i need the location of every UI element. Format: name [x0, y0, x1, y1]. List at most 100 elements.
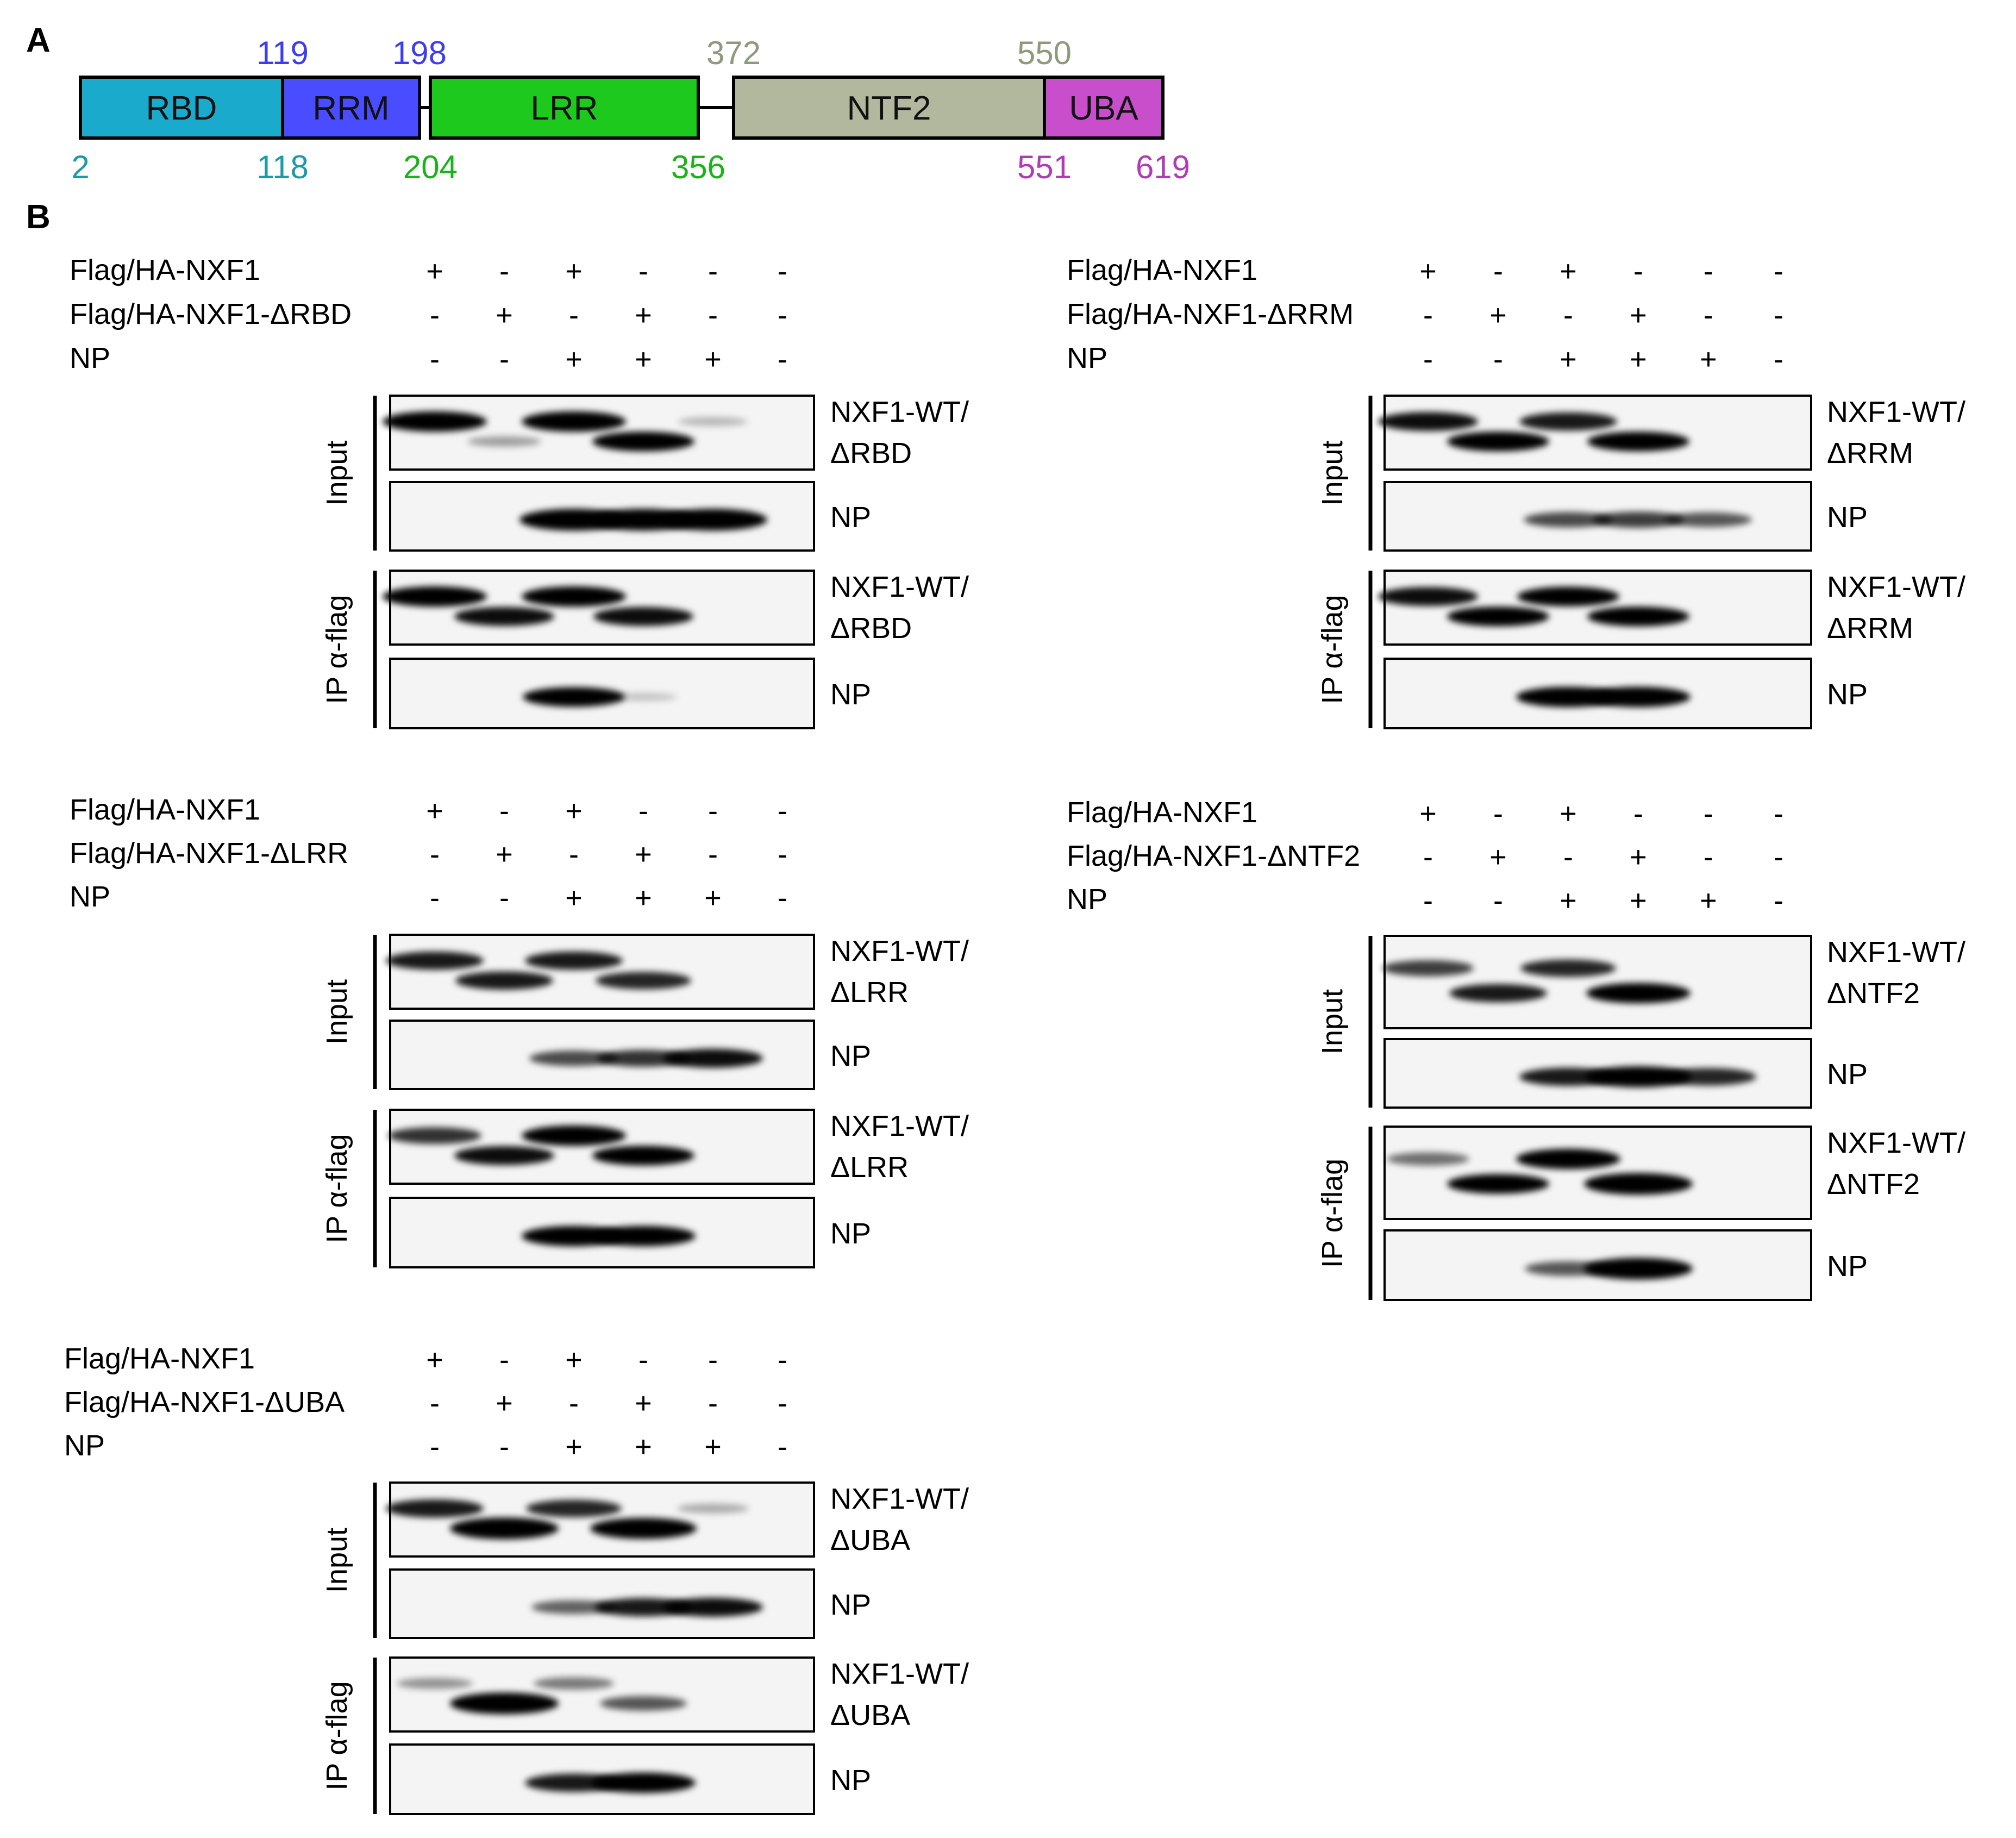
minus-sign: - — [1563, 841, 1573, 873]
strip-label: NP — [1827, 1058, 1868, 1091]
minus-sign: - — [708, 255, 718, 287]
blot-band — [591, 1226, 696, 1247]
strip-label: NXF1-WT/ — [1827, 571, 1965, 603]
plus-sign: + — [1560, 884, 1577, 917]
domain-label-ntf2: NTF2 — [847, 90, 931, 127]
plus-sign: + — [1630, 841, 1647, 873]
minus-sign: - — [1774, 299, 1783, 332]
plus-sign: + — [1560, 343, 1577, 376]
blot-band — [450, 1517, 559, 1540]
blot-strip — [389, 934, 815, 1010]
strip-label: NXF1-WT/ — [830, 1658, 969, 1690]
position-label: 204 — [403, 149, 458, 185]
minus-sign: - — [1704, 299, 1713, 332]
blot-band — [659, 509, 767, 531]
blot-band — [1382, 960, 1474, 977]
blot-band — [1447, 432, 1549, 452]
minus-sign: - — [778, 1343, 787, 1376]
minus-sign: - — [1704, 255, 1713, 287]
plus-sign: + — [1489, 299, 1507, 332]
minus-sign: - — [1493, 255, 1503, 287]
strip-label: ΔLRR — [830, 976, 909, 1009]
group-label-input: Input — [321, 440, 353, 505]
blot-strip — [389, 1481, 815, 1558]
blot-band — [1449, 984, 1547, 1003]
blot-band — [592, 432, 694, 452]
condition-label: NP — [70, 880, 110, 913]
minus-sign: - — [1493, 797, 1503, 830]
blot-band — [454, 1146, 554, 1165]
minus-sign: - — [1633, 797, 1643, 830]
minus-sign: - — [778, 255, 787, 287]
minus-sign: - — [1774, 884, 1783, 917]
strip-label: ΔRRM — [1827, 437, 1913, 470]
blot-band — [1378, 587, 1478, 606]
blot-strip — [389, 1656, 815, 1733]
blot-band — [1524, 512, 1613, 528]
condition-label: Flag/HA-NXF1 — [64, 1342, 255, 1375]
plus-sign: + — [635, 343, 652, 376]
minus-sign: - — [1563, 299, 1573, 332]
blot-band — [534, 1677, 614, 1690]
strip-label: ΔNTF2 — [1827, 1168, 1920, 1201]
strip-label: NXF1-WT/ — [1827, 936, 1965, 968]
position-label: 372 — [706, 35, 761, 71]
minus-sign: - — [499, 1430, 509, 1463]
plus-sign: + — [635, 1387, 652, 1420]
position-label: 551 — [1017, 149, 1072, 185]
blot-band — [522, 586, 626, 607]
blot-band — [1519, 412, 1617, 431]
blot-band — [594, 1598, 692, 1617]
position-label: 2 — [71, 149, 89, 185]
position-label: 619 — [1136, 149, 1190, 185]
plus-sign: + — [565, 1430, 583, 1463]
minus-sign: - — [499, 882, 509, 914]
blot-band — [677, 1503, 749, 1514]
strip-label: ΔRBD — [830, 612, 912, 645]
condition-label: Flag/HA-NXF1-ΔRRM — [1067, 298, 1354, 330]
blot-band — [1587, 607, 1689, 627]
blot-band — [1584, 1173, 1693, 1195]
blot-panel-duba: Flag/HA-NXF1+-+---Flag/HA-NXF1-ΔUBA-+-+-… — [64, 1342, 969, 1815]
blot-band — [678, 417, 748, 426]
minus-sign: - — [1774, 841, 1783, 873]
blot-strip — [1383, 570, 1812, 646]
minus-sign: - — [499, 795, 509, 827]
plus-sign: + — [1489, 841, 1507, 873]
strip-label: NP — [1827, 1250, 1868, 1283]
strip-label: NP — [830, 1217, 871, 1250]
condition-label: Flag/HA-NXF1-ΔNTF2 — [1067, 840, 1360, 872]
strip-label: NP — [830, 678, 871, 711]
minus-sign: - — [1423, 884, 1433, 917]
minus-sign: - — [778, 299, 787, 332]
plus-sign: + — [1560, 797, 1577, 830]
blot-band — [590, 1517, 697, 1539]
group-label-input: Input — [321, 1528, 353, 1593]
panel-a-label: A — [26, 22, 51, 59]
plus-sign: + — [496, 838, 513, 871]
plus-sign: + — [565, 795, 583, 827]
plus-sign: + — [565, 343, 583, 376]
plus-sign: + — [496, 299, 513, 332]
position-label: 119 — [256, 35, 309, 71]
blot-band — [1447, 1174, 1549, 1194]
strip-label: NXF1-WT/ — [1827, 1127, 1965, 1159]
condition-label: Flag/HA-NXF1 — [1067, 254, 1257, 286]
minus-sign: - — [430, 1430, 440, 1463]
blot-band — [454, 607, 554, 626]
domain-box-lrr — [429, 76, 700, 140]
blot-band — [1665, 512, 1752, 527]
minus-sign: - — [499, 343, 509, 376]
strip-label: NXF1-WT/ — [830, 571, 969, 603]
minus-sign: - — [708, 1387, 718, 1420]
strip-label: ΔUBA — [830, 1699, 910, 1731]
blot-band — [522, 1125, 626, 1146]
blot-band — [1661, 1068, 1756, 1086]
minus-sign: - — [430, 882, 440, 914]
blot-band — [386, 951, 484, 970]
blot-band — [1584, 1258, 1693, 1280]
blot-band — [397, 1678, 473, 1689]
strip-label: NP — [830, 501, 871, 534]
strip-label: NXF1-WT/ — [830, 396, 969, 428]
